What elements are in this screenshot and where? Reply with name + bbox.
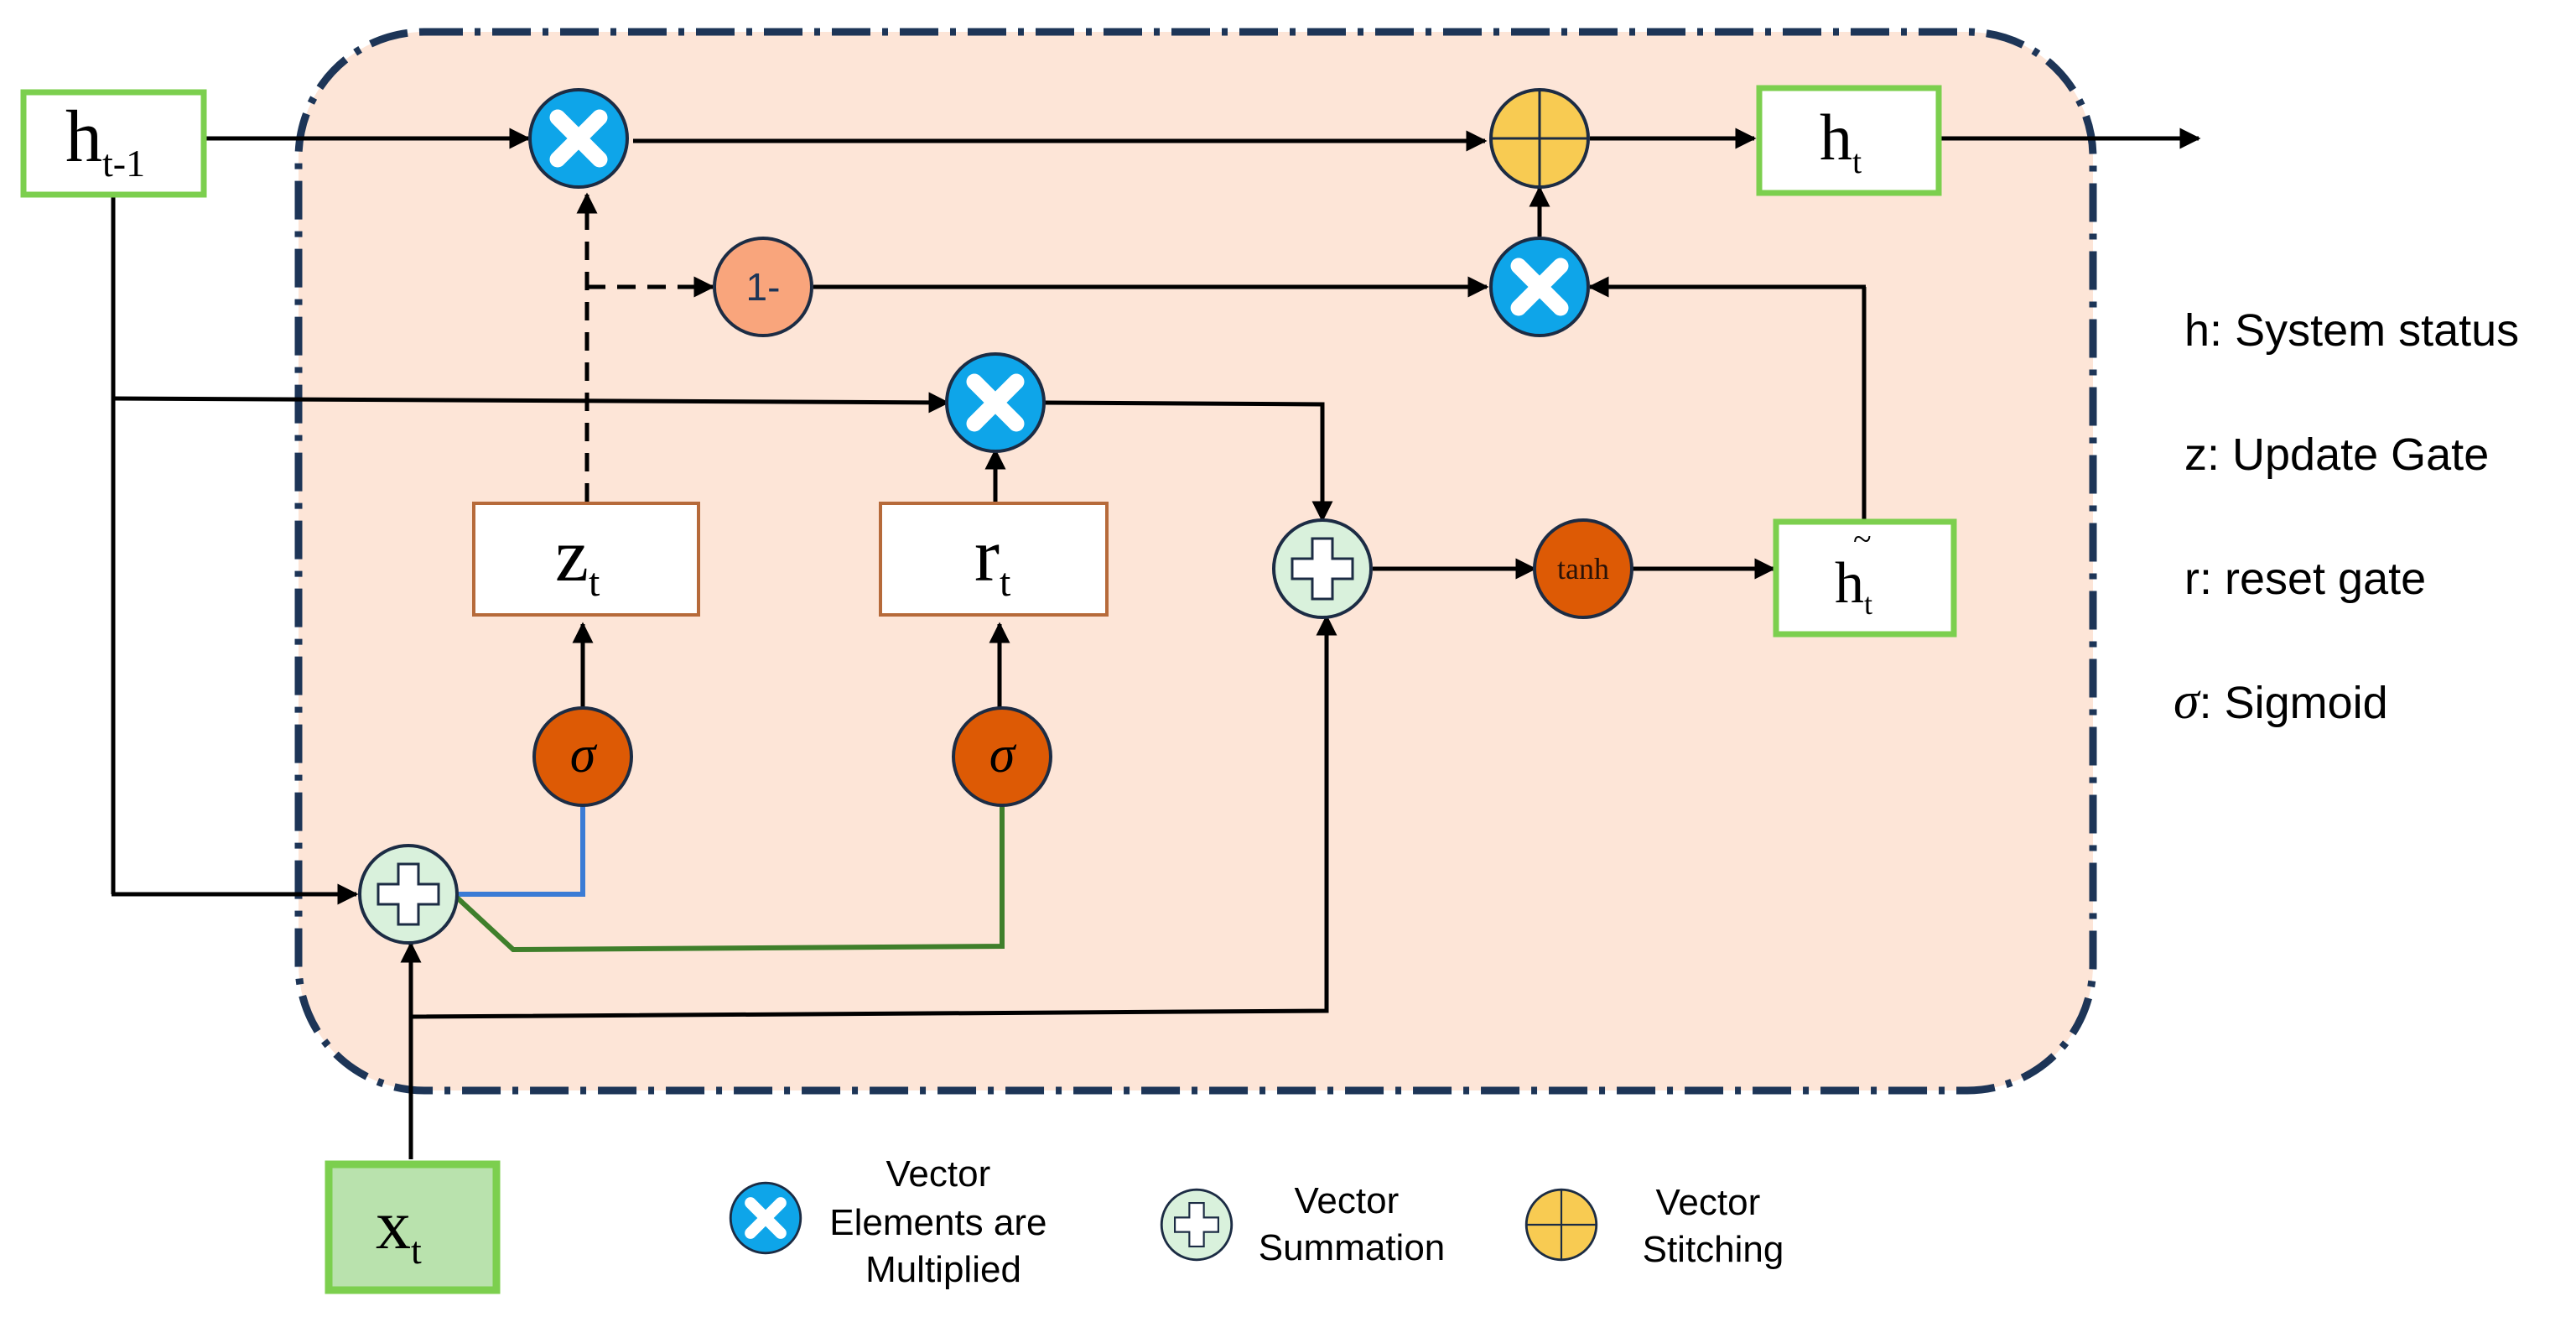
h-t-main: h bbox=[1820, 101, 1852, 174]
sigma-node-r: σ bbox=[952, 706, 1052, 807]
svg-text:Vector Stitching: Vector Stitching bbox=[1643, 1182, 1784, 1270]
svg-text:ht: ht bbox=[1835, 551, 1872, 621]
wire-xt-to-sum-mid bbox=[410, 614, 1337, 1019]
wire-sum-to-sigma-z bbox=[457, 805, 585, 897]
wire-mul-mid-to-sum-mid bbox=[1044, 400, 1333, 523]
svg-text:rt: rt bbox=[974, 514, 1011, 605]
h-prev-box: ht-1 bbox=[20, 89, 207, 198]
legend-sum-line2: Summation bbox=[1259, 1227, 1446, 1268]
h-prev-main: h bbox=[65, 96, 102, 178]
h-candidate-sub: t bbox=[1864, 587, 1872, 621]
legend-stitch-line2: Stitching bbox=[1643, 1229, 1784, 1270]
tanh-label: tanh bbox=[1557, 552, 1609, 586]
h-candidate-box: ~ ht bbox=[1773, 518, 1957, 638]
sum-icon-mid bbox=[1272, 518, 1373, 619]
svg-text:xt: xt bbox=[376, 1186, 422, 1272]
legend-sum-icon bbox=[1160, 1188, 1233, 1262]
h-t-sub: t bbox=[1852, 143, 1862, 180]
svg-text:Vector Summation: Vector Summation bbox=[1259, 1180, 1446, 1268]
legend: Vector Elements are Multiplied Vector Su… bbox=[730, 1153, 1784, 1290]
svg-text:zt: zt bbox=[555, 514, 600, 605]
multiply-icon-mid bbox=[947, 354, 1044, 451]
tanh-node: tanh bbox=[1533, 518, 1633, 619]
one-minus-node: 1- bbox=[713, 237, 813, 337]
legend-stitch-icon bbox=[1524, 1188, 1598, 1262]
stitch-icon bbox=[1489, 88, 1590, 189]
svg-text:ht: ht bbox=[1820, 101, 1862, 180]
multiply-icon-right bbox=[1491, 238, 1588, 336]
definition-h: h: System status bbox=[2184, 305, 2519, 356]
r-t-main: r bbox=[974, 514, 1000, 597]
legend-sum-line1: Vector bbox=[1295, 1180, 1400, 1221]
wire-sum-to-sigma-r bbox=[454, 805, 1005, 953]
h-t-box: ht bbox=[1756, 85, 1942, 196]
connections bbox=[111, 128, 2201, 1159]
wire-hprev-to-mul-mid bbox=[111, 392, 950, 414]
h-candidate-main: h bbox=[1835, 551, 1864, 616]
z-t-main: z bbox=[555, 514, 589, 597]
definition-r: r: reset gate bbox=[2184, 554, 2426, 604]
multiply-icon-top bbox=[530, 90, 627, 187]
definitions-list: h: System status z: Update Gate r: reset… bbox=[2174, 305, 2519, 730]
z-t-box: zt bbox=[472, 502, 700, 617]
svg-text:Vector Elements are: Vector Elements are Multiplied bbox=[829, 1153, 1057, 1290]
x-t-main: x bbox=[376, 1186, 411, 1264]
legend-stitch-line1: Vector bbox=[1656, 1182, 1761, 1223]
legend-multiply-icon bbox=[730, 1183, 801, 1253]
definition-sigma: σ: Sigmoid bbox=[2174, 673, 2388, 730]
definition-z: z: Update Gate bbox=[2184, 429, 2489, 480]
sigma-node-z: σ bbox=[532, 706, 633, 807]
z-t-sub: t bbox=[589, 560, 600, 605]
one-minus-label: 1- bbox=[746, 265, 781, 309]
h-prev-sub: t-1 bbox=[102, 142, 145, 185]
sum-icon-bottom bbox=[358, 844, 459, 945]
legend-multiply-line1: Vector bbox=[886, 1153, 991, 1195]
x-t-sub: t bbox=[411, 1229, 422, 1272]
r-t-sub: t bbox=[1000, 560, 1011, 605]
legend-multiply-line3: Multiplied bbox=[865, 1249, 1021, 1290]
legend-multiply-line2: Elements are bbox=[829, 1202, 1046, 1243]
sigma-label-r: σ bbox=[989, 726, 1017, 783]
r-t-box: rt bbox=[879, 502, 1109, 617]
sigma-label-z: σ bbox=[570, 726, 598, 783]
svg-text:ht-1: ht-1 bbox=[65, 96, 145, 185]
h-candidate-tilde: ~ bbox=[1853, 520, 1872, 558]
x-t-box: xt bbox=[325, 1160, 501, 1294]
